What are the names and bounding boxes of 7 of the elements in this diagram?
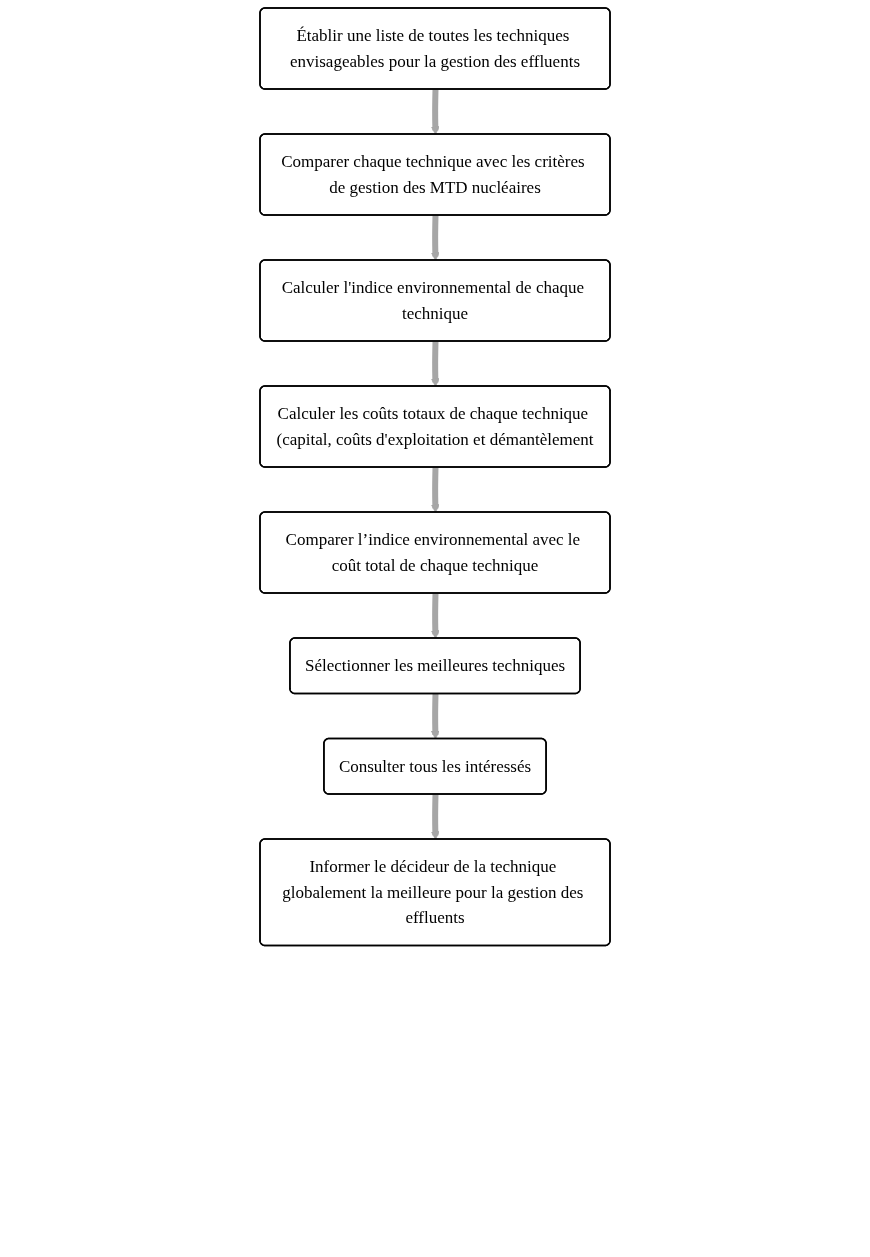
arrow xyxy=(430,693,440,740)
arrow xyxy=(430,794,440,840)
arrow xyxy=(430,89,440,135)
arrow xyxy=(430,215,440,261)
arrow xyxy=(430,341,440,387)
arrow xyxy=(430,467,440,513)
arrow xyxy=(430,593,440,639)
